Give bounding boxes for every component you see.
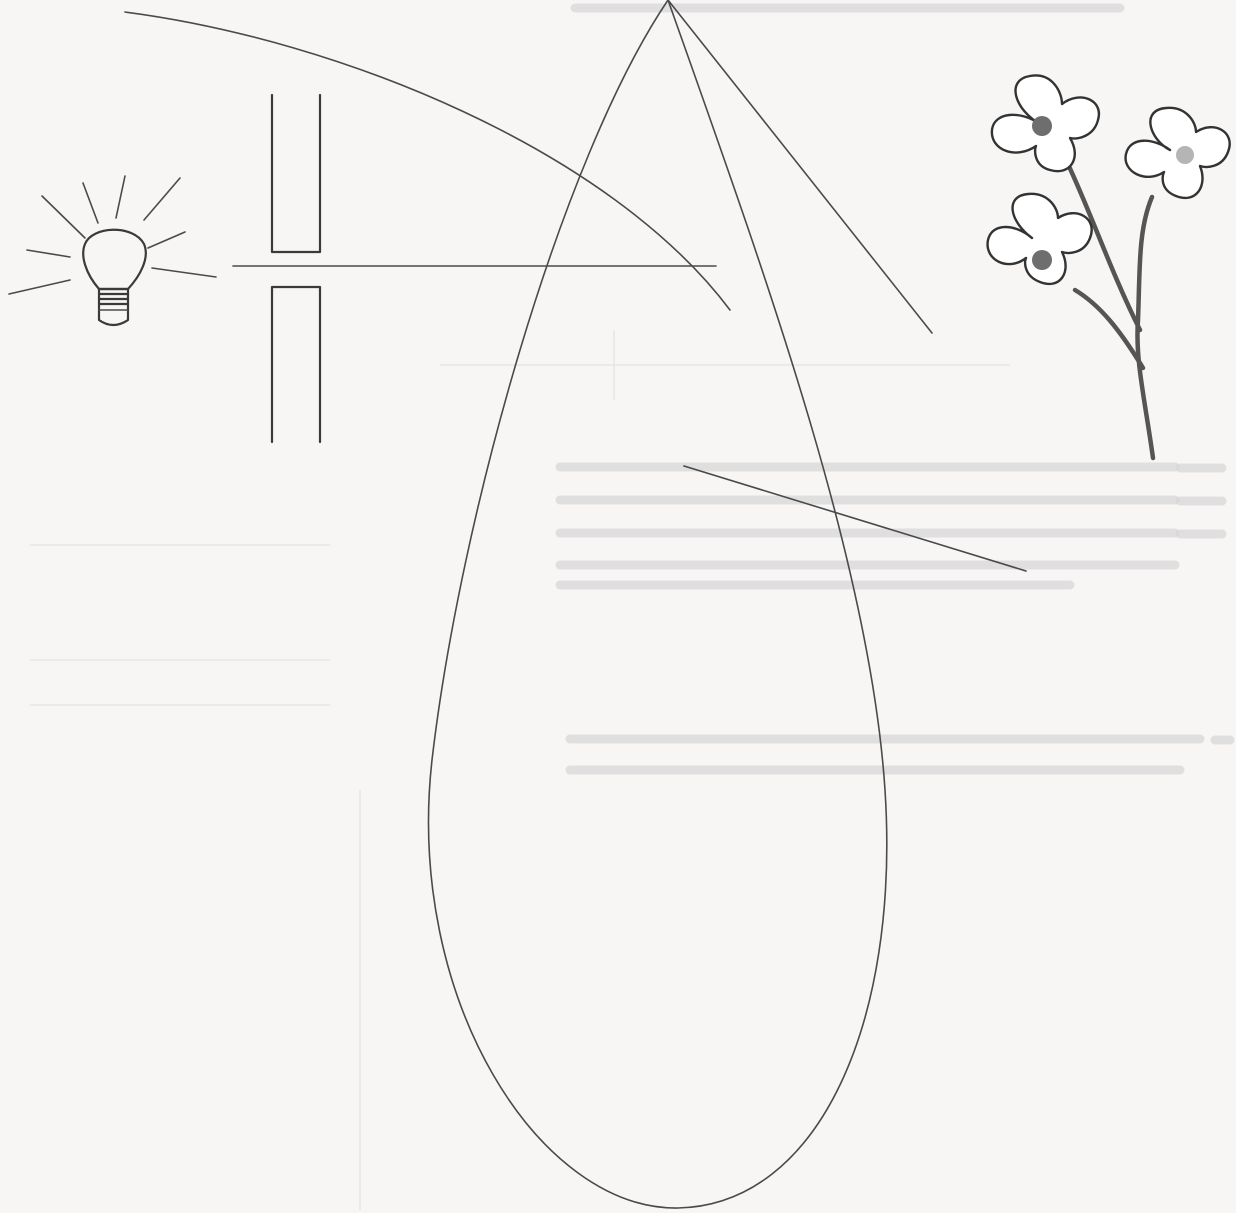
flower-top-right xyxy=(1126,108,1230,198)
teardrop-shape xyxy=(429,0,887,1208)
reverse-side-show-through xyxy=(30,8,1230,1210)
flower-icon xyxy=(988,75,1230,458)
flower-center xyxy=(1032,250,1052,270)
flower-center xyxy=(1032,116,1052,136)
flower-bottom xyxy=(988,194,1092,284)
flower-top-left xyxy=(992,75,1099,171)
lightbulb-icon xyxy=(9,176,216,325)
short-diagonal-line xyxy=(684,466,1026,571)
slit-barrier-icon xyxy=(272,95,320,442)
flower-center xyxy=(1176,146,1194,164)
